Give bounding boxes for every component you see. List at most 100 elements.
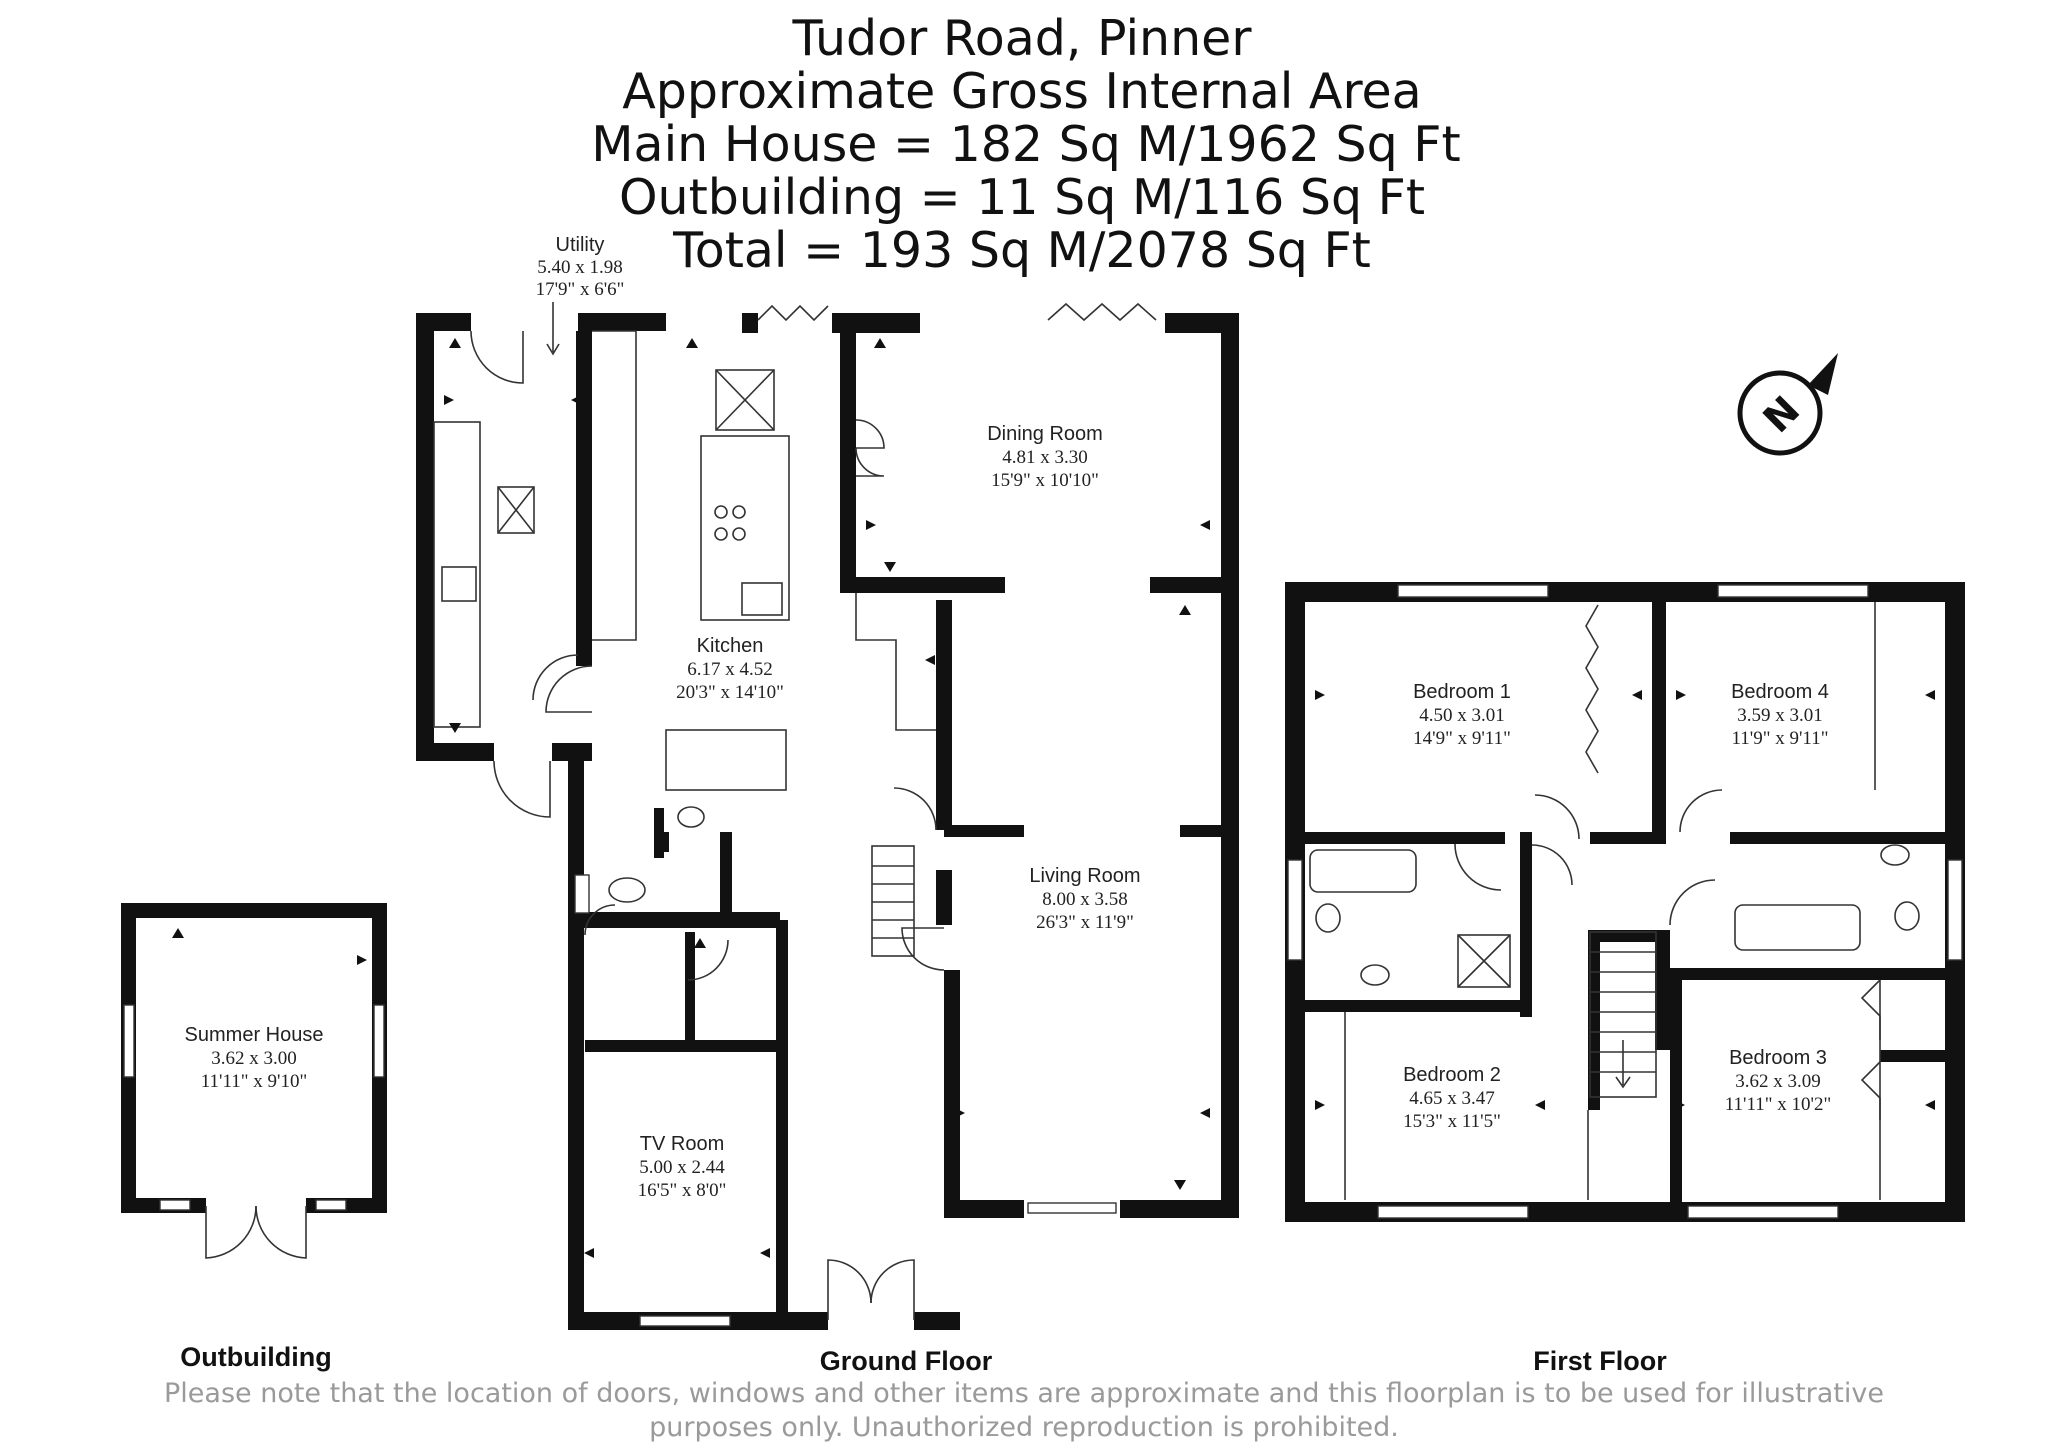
- kitchen-metric: 6.17 x 4.52: [687, 659, 773, 680]
- window: [159, 1199, 191, 1211]
- wall: [840, 333, 856, 583]
- wall: [576, 331, 592, 666]
- wall: [914, 1312, 960, 1330]
- door-swing: [1679, 789, 1723, 833]
- wall: [936, 870, 952, 925]
- header-block: Tudor Road, Pinner Approximate Gross Int…: [591, 10, 1460, 279]
- ceiling-marker: [1925, 690, 1935, 700]
- door-swing: [470, 330, 524, 384]
- bedroom2-metric: 4.65 x 3.47: [1409, 1088, 1495, 1109]
- skylight-cross: [715, 369, 775, 431]
- ceiling-marker: [884, 562, 896, 572]
- shower: [1457, 934, 1511, 988]
- wall: [944, 1200, 1024, 1218]
- stair-treads: [1590, 951, 1656, 1073]
- ceiling-marker: [1535, 1100, 1545, 1110]
- door-opening: [206, 1196, 306, 1215]
- bifold-door: [757, 304, 829, 322]
- ceiling-marker: [444, 395, 454, 405]
- kitchen-island: [700, 435, 790, 621]
- window: [574, 874, 590, 914]
- ceiling-marker: [1925, 1100, 1935, 1110]
- bedroom2-imperial: 15'3" x 11'5": [1403, 1111, 1501, 1132]
- ceiling-marker: [172, 928, 184, 938]
- door-swing: [1531, 844, 1573, 886]
- wall: [840, 577, 1005, 593]
- wall: [1652, 602, 1666, 842]
- wall: [1165, 313, 1237, 333]
- sink: [741, 582, 783, 616]
- bedroom1-imperial: 14'9" x 9'11": [1413, 728, 1511, 749]
- toilet: [1315, 903, 1341, 933]
- ground-floor-label: Ground Floor: [820, 1346, 993, 1376]
- first-floor-label: First Floor: [1533, 1346, 1667, 1376]
- area-heading: Approximate Gross Internal Area: [622, 63, 1421, 120]
- door-swing: [827, 1259, 872, 1320]
- hob-ring: [714, 505, 728, 519]
- wall: [1590, 832, 1666, 844]
- door-swing: [870, 1259, 915, 1320]
- dining-metric: 4.81 x 3.30: [1002, 447, 1088, 468]
- tv-room-metric: 5.00 x 2.44: [639, 1157, 725, 1178]
- ceiling-marker: [584, 1248, 594, 1258]
- wall: [585, 1040, 780, 1052]
- ceiling-marker: [866, 520, 876, 530]
- wall: [121, 903, 387, 918]
- ceiling-marker: [1200, 520, 1210, 530]
- window: [1947, 859, 1963, 961]
- ceiling-marker: [1315, 1100, 1325, 1110]
- outbuilding-plan: Summer House 3.62 x 3.00 11'11" x 9'10": [121, 903, 387, 1259]
- window: [373, 1004, 385, 1078]
- bedroom4-imperial: 11'9" x 9'11": [1732, 728, 1829, 749]
- skylight-cross: [497, 486, 535, 534]
- kitchen-units: [592, 330, 637, 641]
- door-swing: [584, 904, 616, 936]
- living-imperial: 26'3" x 11'9": [1036, 912, 1134, 933]
- wall: [1520, 832, 1532, 1017]
- outbuilding-label: Outbuilding: [180, 1342, 331, 1372]
- wall: [1305, 832, 1505, 844]
- living-metric: 8.00 x 3.58: [1042, 889, 1128, 910]
- wall: [416, 743, 494, 761]
- wardrobe-doors: [1585, 604, 1599, 774]
- toilet: [1894, 901, 1920, 931]
- window: [1287, 859, 1303, 961]
- window: [1397, 584, 1549, 598]
- window: [1027, 1202, 1117, 1214]
- wall: [1670, 968, 1682, 1203]
- wall: [776, 920, 788, 1320]
- door-swing: [855, 447, 885, 477]
- ceiling-marker: [686, 338, 698, 348]
- wall: [936, 600, 952, 830]
- window: [1687, 1205, 1839, 1219]
- staircase: [871, 845, 915, 957]
- door-swing: [493, 760, 551, 818]
- door-swing: [893, 787, 937, 831]
- sink: [441, 566, 477, 602]
- wardrobe-doors: [1860, 979, 1881, 1040]
- north-compass-icon: N: [1737, 353, 1838, 456]
- wall: [1880, 1050, 1945, 1062]
- door-swing: [255, 1205, 307, 1259]
- door-swing: [1454, 843, 1502, 891]
- kitchen-units: [665, 729, 787, 791]
- utility-imperial: 17'9" x 6'6": [536, 279, 625, 300]
- door-swing: [1669, 879, 1716, 926]
- wall: [1120, 1200, 1239, 1218]
- door-swing: [545, 665, 593, 713]
- summer-house-imperial: 11'11" x 9'10": [201, 1071, 307, 1092]
- door-swing: [532, 654, 579, 701]
- hob-ring: [732, 505, 746, 519]
- utility-arrow: [546, 343, 560, 356]
- wall: [1655, 930, 1670, 1050]
- utility-name: Utility: [556, 234, 605, 256]
- ceiling-marker: [571, 395, 581, 405]
- bedroom4-name: Bedroom 4: [1731, 681, 1829, 703]
- bifold-door: [1047, 302, 1157, 322]
- door-swing: [205, 1205, 257, 1259]
- main-house-area: Main House = 182 Sq M/1962 Sq Ft: [591, 116, 1460, 173]
- hob-ring: [714, 527, 728, 541]
- ceiling-marker: [1632, 690, 1642, 700]
- door-swing: [687, 939, 729, 981]
- bathtub: [1734, 904, 1861, 951]
